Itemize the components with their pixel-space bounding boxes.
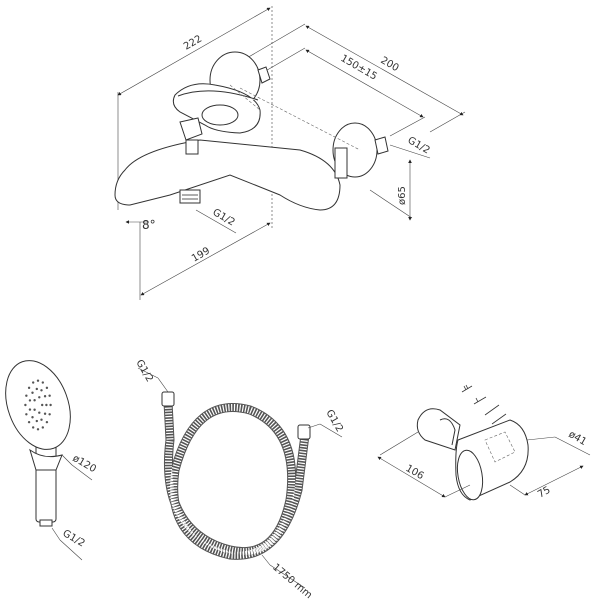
- spray-hole: [43, 395, 47, 398]
- dim-200-label: 200: [379, 55, 401, 74]
- hose-top-thread-label: G1/2: [133, 358, 154, 384]
- spray-hole: [31, 381, 35, 384]
- dim-199-line: [140, 222, 271, 296]
- spray-hole: [43, 412, 47, 415]
- spray-hole: [24, 403, 27, 407]
- spray-hole: [33, 399, 36, 402]
- spray-hole: [36, 428, 40, 431]
- spray-hole: [27, 420, 31, 424]
- spray-hole: [35, 419, 39, 423]
- spout-angle-label: 8°: [142, 218, 156, 232]
- spray-hole: [41, 426, 45, 429]
- dim-150-label: 150±15: [339, 53, 379, 83]
- spray-hole: [45, 420, 49, 424]
- spray-hole: [45, 403, 48, 407]
- shower-holder: 106 75 ø41: [377, 384, 591, 501]
- hand-shower-thread-label: G1/2: [61, 528, 87, 549]
- spray-hole: [25, 394, 28, 397]
- dim-222-label: 222: [182, 34, 204, 53]
- outlet-thread-label: G1/2: [211, 207, 237, 228]
- spray-hole: [36, 379, 40, 382]
- spray-hole: [28, 399, 32, 402]
- spray-hole: [31, 416, 34, 419]
- holder-width-label: 75: [536, 485, 553, 501]
- spray-hole: [45, 386, 49, 390]
- dim-200-line: [305, 25, 464, 116]
- spray-hole: [49, 403, 52, 407]
- spray-hole: [31, 391, 34, 394]
- spray-hole: [48, 413, 51, 416]
- spray-hole: [33, 408, 36, 411]
- spray-hole: [31, 426, 35, 429]
- spray-hole: [40, 389, 43, 392]
- spray-hole: [40, 418, 43, 421]
- spray-hole: [41, 403, 44, 407]
- inlet-thread-label: G1/2: [406, 135, 432, 156]
- flange-diameter-label: ø65: [397, 186, 408, 205]
- hand-shower: ø120 G1/2: [5, 360, 98, 561]
- hose-length-label: 1750 mm: [270, 562, 314, 600]
- hand-shower-diameter-label: ø120: [71, 453, 98, 475]
- shower-hose: G1/2 G1/2 1750 mm: [133, 358, 344, 600]
- holder-length-label: 106: [404, 463, 426, 482]
- spray-hole: [35, 387, 39, 391]
- spray-hole: [38, 396, 41, 399]
- dim-222-line: [117, 7, 271, 96]
- spray-hole: [28, 408, 32, 411]
- spray-holes: [24, 379, 52, 431]
- spray-hole: [25, 413, 28, 416]
- spray-hole: [38, 411, 41, 414]
- spray-hole: [41, 381, 45, 384]
- spray-hole: [27, 386, 31, 390]
- hose-right-thread-label: G1/2: [323, 408, 344, 434]
- holder-diameter-label: ø41: [567, 429, 589, 448]
- spray-hole: [48, 394, 51, 397]
- bath-mixer-faucet: 222 200 150±15 G1/2 ø65 8° G1/2 199: [114, 6, 466, 300]
- dim-150-line: [305, 49, 424, 118]
